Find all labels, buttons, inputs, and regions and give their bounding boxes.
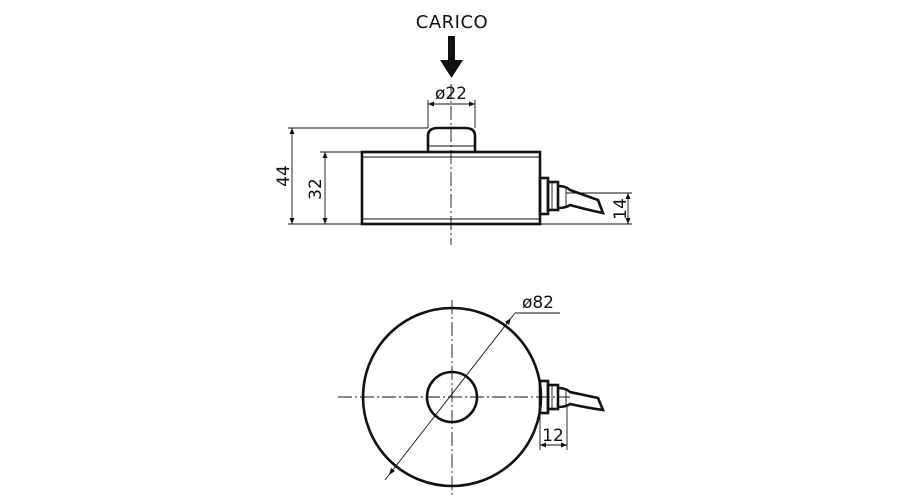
total-height-dimension: 44: [274, 127, 428, 225]
side-view: CARICO ø22: [274, 12, 632, 245]
cable-height-dimension: 14: [540, 192, 632, 225]
cable-offset-label: 12: [542, 426, 564, 446]
top-view: ø82 12: [338, 293, 606, 496]
body-height-dimension: 32: [306, 151, 362, 224]
cable-offset-dimension: 12: [539, 407, 568, 450]
cable-height-label: 14: [611, 198, 631, 220]
total-height-label: 44: [274, 165, 294, 187]
load-arrow: [440, 36, 463, 78]
body-diameter-label: ø82: [522, 293, 554, 313]
side-cable-connector: [538, 176, 606, 216]
top-boss-outline: [425, 370, 479, 424]
load-label: CARICO: [416, 12, 488, 33]
body-height-label: 32: [306, 178, 326, 200]
body-diameter-dimension: ø82: [384, 293, 560, 481]
top-cable-connector: [538, 379, 606, 415]
top-boss: [426, 126, 477, 152]
top-diameter-dimension: ø22: [427, 84, 476, 128]
